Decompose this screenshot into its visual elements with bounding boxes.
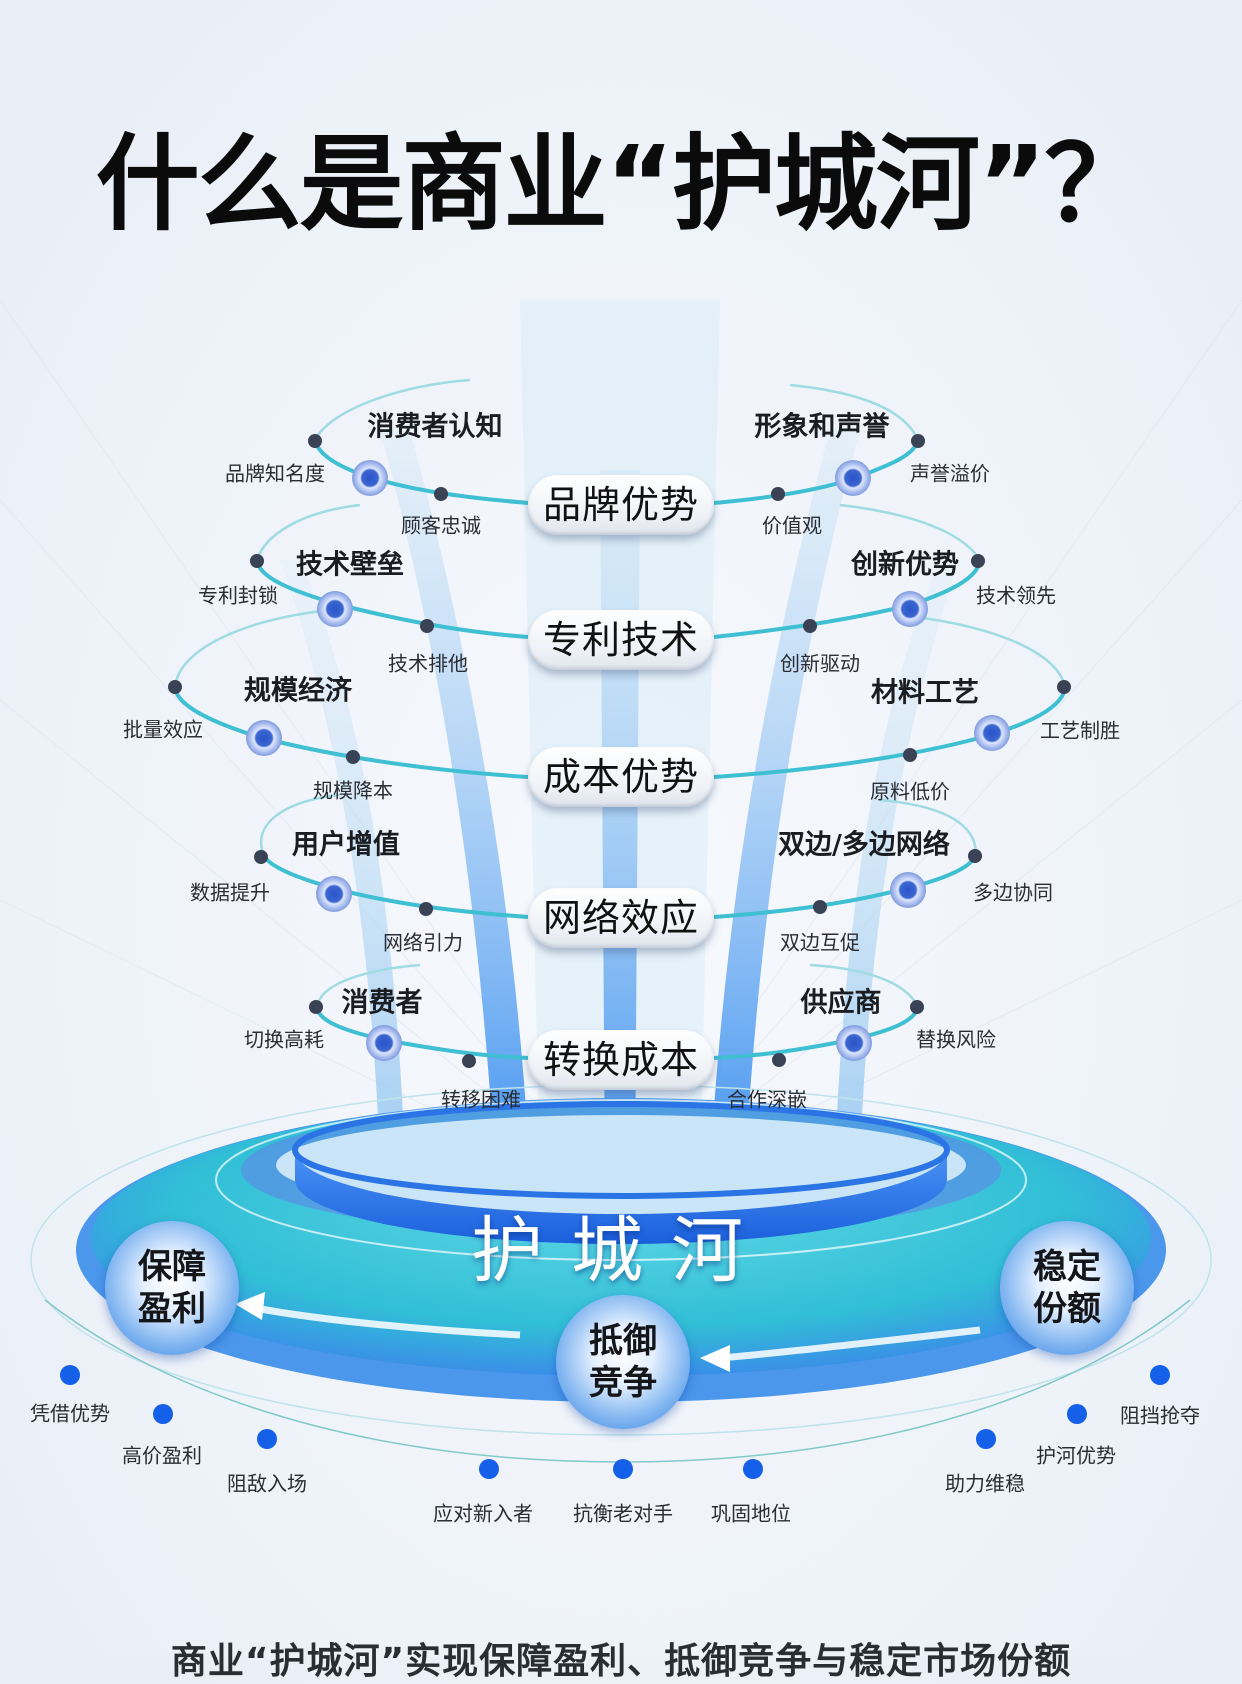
bubble-stable-share: 稳定 份额 <box>1000 1221 1134 1355</box>
tier4-left-inner: 网络引力 <box>383 930 463 955</box>
bubble-line2: 竞争 <box>589 1363 657 1403</box>
page-title: 什么是商业“护城河”？ <box>95 123 1149 245</box>
benefit-label: 凭借优势 <box>30 1401 110 1426</box>
benefit-label: 助力维稳 <box>945 1471 1025 1496</box>
benefit-label: 抗衡老对手 <box>573 1501 673 1526</box>
bubble-line1: 保障 <box>138 1246 206 1287</box>
bubble-line1: 稳定 <box>1033 1246 1101 1287</box>
tier-label-network: 网络效应 <box>528 888 714 948</box>
tier5-right-heading: 供应商 <box>800 987 882 1019</box>
tier5-right-outer: 替换风险 <box>916 1027 996 1052</box>
tier-label-brand: 品牌优势 <box>528 475 714 535</box>
benefit-label: 阻敌入场 <box>227 1471 307 1496</box>
tier4-right-outer: 多边协同 <box>973 880 1053 905</box>
tier1-right-inner: 价值观 <box>762 513 822 538</box>
tier5-left-heading: 消费者 <box>341 987 423 1019</box>
tier3-right-inner: 原料低价 <box>870 779 950 804</box>
tier5-right-inner: 合作深嵌 <box>727 1087 807 1112</box>
tier5-left-inner: 转移困难 <box>441 1087 521 1112</box>
tier3-left-inner: 规模降本 <box>313 778 393 803</box>
tier2-right-inner: 创新驱动 <box>780 651 860 676</box>
tier3-right-heading: 材料工艺 <box>871 677 979 709</box>
bubble-line2: 盈利 <box>138 1289 206 1329</box>
bubble-line2: 份额 <box>1033 1289 1101 1329</box>
benefit-label: 阻挡抢夺 <box>1120 1403 1200 1428</box>
tier2-left-inner: 技术排他 <box>388 651 468 676</box>
tier1-right-heading: 形象和声誉 <box>754 411 890 443</box>
tier3-left-outer: 批量效应 <box>123 717 203 742</box>
tier4-right-heading: 双边/多边网络 <box>778 829 950 861</box>
benefit-label: 应对新入者 <box>433 1501 533 1526</box>
tier2-left-outer: 专利封锁 <box>198 583 278 608</box>
tier2-right-heading: 创新优势 <box>851 549 959 581</box>
tier3-left-heading: 规模经济 <box>244 675 352 707</box>
tier-label-patent: 专利技术 <box>528 610 714 670</box>
footer-summary: 商业“护城河”实现保障盈利、抵御竞争与稳定市场份额 <box>170 1641 1072 1682</box>
bubble-resist-competition: 抵御 竞争 <box>556 1295 690 1429</box>
tier-label-cost: 成本优势 <box>528 747 714 807</box>
tier3-right-outer: 工艺制胜 <box>1040 718 1120 743</box>
bubble-line1: 抵御 <box>589 1320 657 1361</box>
moat-label: 护城河 <box>470 1208 772 1293</box>
tier1-right-outer: 声誉溢价 <box>910 461 990 486</box>
bubble-secure-profit: 保障 盈利 <box>105 1221 239 1355</box>
tier4-left-outer: 数据提升 <box>190 880 270 905</box>
tier1-left-heading: 消费者认知 <box>367 411 503 443</box>
tier2-right-outer: 技术领先 <box>976 583 1056 608</box>
tier5-left-outer: 切换高耗 <box>244 1027 324 1052</box>
tier2-left-heading: 技术壁垒 <box>296 549 404 581</box>
tier1-left-inner: 顾客忠诚 <box>401 513 481 538</box>
benefit-label: 高价盈利 <box>122 1443 202 1468</box>
tier4-right-inner: 双边互促 <box>780 930 860 955</box>
tier-label-switching: 转换成本 <box>528 1030 714 1090</box>
benefit-label: 护河优势 <box>1036 1443 1116 1468</box>
benefit-label: 巩固地位 <box>711 1501 791 1526</box>
tier4-left-heading: 用户增值 <box>292 829 400 861</box>
tier1-left-outer: 品牌知名度 <box>225 461 325 486</box>
